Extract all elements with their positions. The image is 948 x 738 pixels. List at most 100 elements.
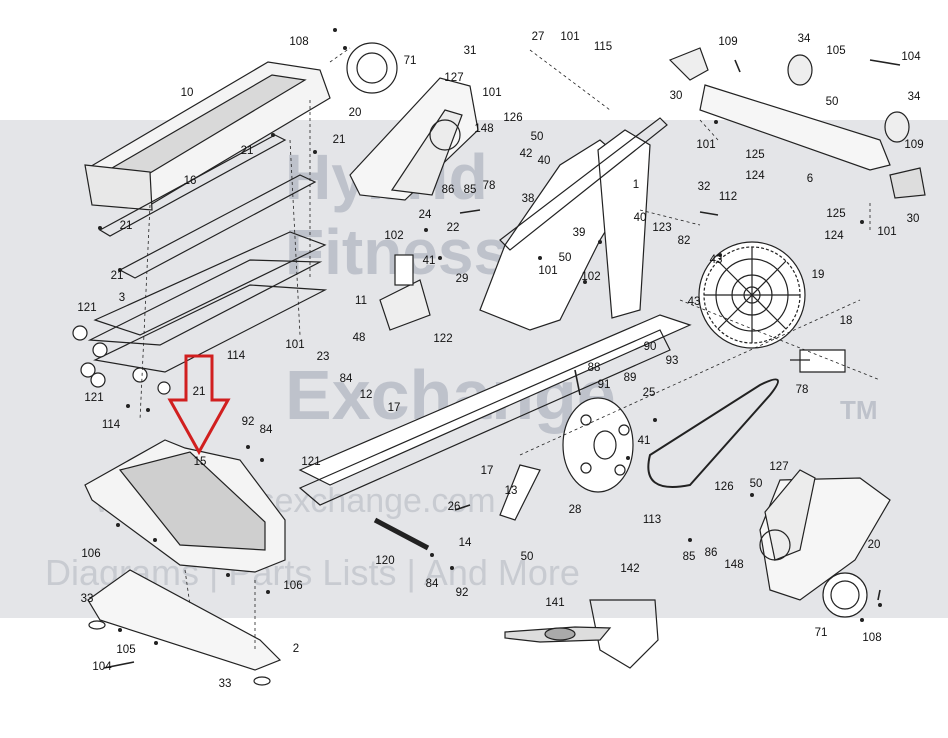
part-number-label: 127 [769,461,789,473]
part-number-label: 29 [455,273,469,285]
part-number-label: 20 [348,107,362,119]
part-number-label: 22 [446,222,460,234]
inner-guard-127b [764,469,816,561]
crank-arm-13 [499,464,541,521]
part-number-label: 12 [359,389,373,401]
part-number-label: 41 [637,435,651,447]
part-number-label: 50 [558,252,572,264]
part-number-label: 50 [749,478,763,490]
part-number-label: 104 [92,661,112,673]
part-number-label: 25 [642,387,656,399]
base-frame-lower [93,284,328,373]
part-number-label: 92 [455,587,469,599]
part-number-label: 43 [687,296,701,308]
part-number-label: 71 [814,627,828,639]
part-number-label: 20 [867,539,881,551]
part-number-label: 122 [433,333,453,345]
part-number-label: 148 [724,559,744,571]
resistance-motor [379,279,431,331]
pedal-grip [118,451,266,551]
part-number-label: 33 [80,593,94,605]
part-number-label: 93 [665,355,679,367]
part-number-label: 121 [301,456,321,468]
part-number-label: 148 [474,123,494,135]
part-number-label: 106 [81,548,101,560]
part-number-label: 50 [825,96,839,108]
part-number-label: 126 [714,481,734,493]
watermark-trademark: TM [840,395,878,425]
inner-guard-127 [390,109,463,196]
part-number-label: 1 [632,179,640,191]
part-number-label: 102 [581,271,601,283]
part-number-label: 114 [226,350,246,362]
part-number-label: 3 [118,292,126,304]
part-number-label: 125 [826,208,846,220]
part-number-label: 123 [652,222,672,234]
part-number-label: 113 [642,514,662,526]
part-number-label: 101 [560,31,580,43]
part-number-label: 86 [441,184,455,196]
part-number-label: 21 [119,220,133,232]
part-number-label: 89 [623,372,637,384]
part-number-label: 121 [77,302,97,314]
part-number-label: 108 [862,632,882,644]
part-number-label: 85 [463,184,477,196]
part-number-label: 114 [101,419,121,431]
main-frame-beam-lower [298,329,671,506]
part-number-label: 18 [839,315,853,327]
axle-120 [373,517,430,551]
base-frame [87,259,323,346]
main-frame-post [597,129,651,319]
part-number-label: 92 [241,416,255,428]
part-number-label: 34 [907,91,921,103]
part-number-label: 126 [503,112,523,124]
slide-rail-lower [118,174,317,279]
part-number-label: 21 [332,134,346,146]
console-end-cap [84,164,153,211]
part-number-label: 91 [597,379,611,391]
part-number-label: 120 [375,555,395,567]
part-number-label: 84 [339,373,353,385]
part-number-label: 39 [572,227,586,239]
part-number-label: 112 [718,191,738,203]
end-cap-30-left [668,47,709,81]
part-number-label: 102 [384,230,404,242]
part-number-label: 108 [289,36,309,48]
part-number-label: 48 [352,332,366,344]
part-number-label: 40 [537,155,551,167]
part-number-label: 38 [521,193,535,205]
main-frame-beam [298,314,692,486]
part-number-label: 125 [745,149,765,161]
heart-strap-142 [589,599,659,669]
part-number-label: 109 [904,139,924,151]
part-number-label: 24 [418,209,432,221]
part-number-label: 84 [425,578,439,590]
part-number-label: 105 [826,45,846,57]
part-number-label: 17 [387,402,401,414]
part-number-label: 28 [568,504,582,516]
part-number-label: 26 [447,501,461,513]
part-number-label: 142 [620,563,640,575]
part-number-label: 105 [116,644,136,656]
part-number-label: 101 [877,226,897,238]
part-number-label: 33 [218,678,232,690]
part-number-label: 15 [193,456,207,468]
part-number-label: 13 [504,485,518,497]
part-number-label: 50 [530,131,544,143]
part-number-label: 41 [422,255,436,267]
main-frame-arm [499,117,668,251]
part-number-label: 40 [633,212,647,224]
pulley-28 [562,397,634,493]
part-number-label: 32 [697,181,711,193]
part-number-label: 10 [180,87,194,99]
part-number-label: 88 [587,362,601,374]
part-number-label: 86 [704,547,718,559]
part-number-label: 124 [745,170,765,182]
slide-rail-upper [98,134,287,237]
part-number-label: 141 [545,597,565,609]
part-number-label: 104 [901,51,921,63]
part-number-label: 27 [531,31,545,43]
part-number-label: 30 [906,213,920,225]
end-cap-30-right [889,167,926,199]
